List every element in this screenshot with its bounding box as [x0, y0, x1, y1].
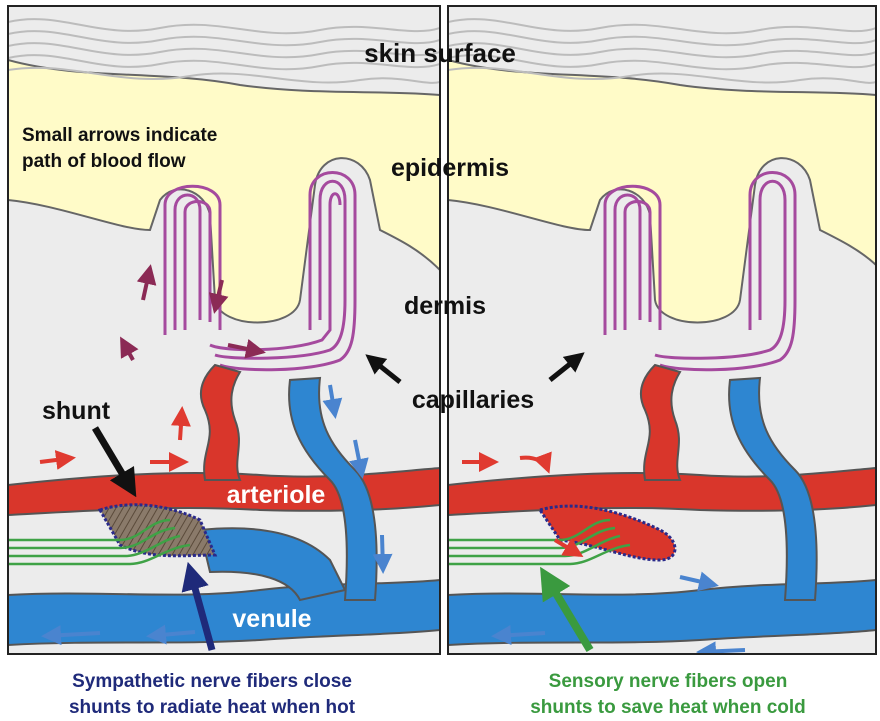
right-caption-line-2: shunts to save heat when cold — [530, 697, 806, 718]
left-caption-line-1: Sympathetic nerve fibers close — [72, 671, 352, 692]
arteriole-label: arteriole — [227, 481, 326, 509]
left-caption-line-2: shunts to radiate heat when hot — [69, 697, 356, 718]
epidermis-label: epidermis — [391, 154, 509, 182]
dermis-label: dermis — [404, 292, 486, 320]
right-panel-cold — [448, 6, 876, 654]
left-panel-hot — [8, 6, 440, 654]
capillaries-label: capillaries — [412, 386, 534, 414]
right-caption-line-1: Sensory nerve fibers open — [549, 671, 788, 692]
legend-line-2: path of blood flow — [22, 151, 186, 172]
legend-line-1: Small arrows indicate — [22, 125, 217, 146]
venule-label: venule — [232, 605, 311, 633]
skin-surface-label: skin surface — [364, 38, 516, 68]
shunt-label: shunt — [42, 397, 111, 425]
